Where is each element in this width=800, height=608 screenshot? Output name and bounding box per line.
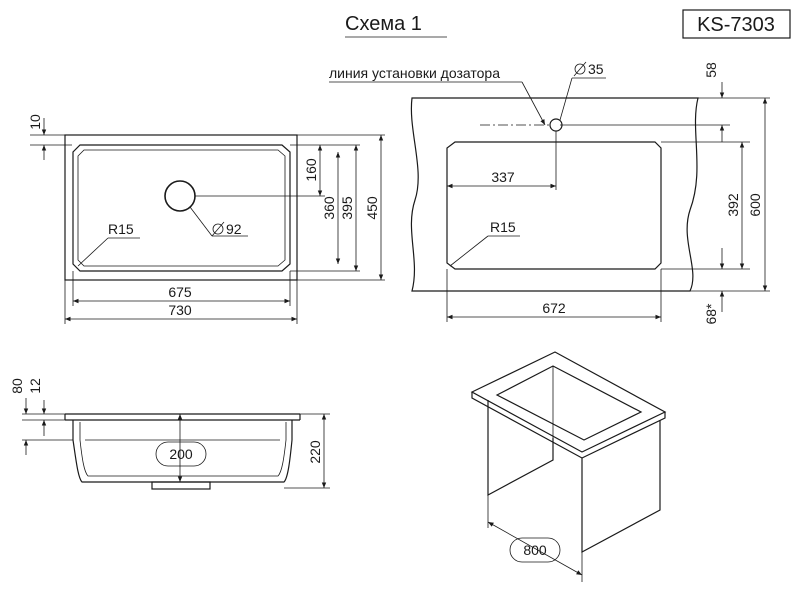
- dispenser-line-label: линия установки дозатора: [329, 65, 500, 81]
- iso-view: 800: [470, 351, 667, 582]
- dim-600-label: 600: [747, 193, 763, 217]
- diameter-35-slash: [573, 61, 587, 77]
- sink-bowl-outer: [72, 144, 291, 272]
- cabinet-800-label: 800: [523, 542, 547, 558]
- model-number: KS-7303: [697, 14, 775, 36]
- dim-12-label: 12: [27, 378, 43, 394]
- dim-160-label: 160: [303, 158, 319, 182]
- dim-395-label: 395: [339, 196, 355, 220]
- iso-top-edge: [471, 392, 666, 459]
- top-view: 10 160 360 395 450 R15 92 675 730: [27, 114, 385, 324]
- diameter-symbol: [212, 223, 224, 235]
- dispenser-line-leader: [521, 81, 546, 126]
- iso-top-outer: [470, 351, 667, 453]
- diameter-35-symbol: [574, 63, 586, 75]
- r15-leader: [77, 237, 109, 267]
- dim-675-label: 675: [168, 284, 192, 300]
- r15-label: R15: [108, 221, 134, 237]
- iso-right-panel: [581, 420, 661, 554]
- dim-730-label: 730: [168, 302, 192, 318]
- sink-bowl-inner: [77, 149, 286, 267]
- section-view: 200 80 12 220: [9, 378, 330, 490]
- dim-10-label: 10: [27, 114, 43, 130]
- cabinet-800-badge: [509, 537, 561, 563]
- drain-hole: [164, 180, 196, 212]
- dim-672-label: 672: [542, 300, 566, 316]
- dim-360-label: 360: [321, 196, 337, 220]
- dim-58-label: 58: [703, 62, 719, 78]
- dim-220-label: 220: [307, 440, 323, 464]
- dispenser-diameter-label: 35: [588, 61, 604, 77]
- drawing-title: Схема 1: [345, 13, 422, 35]
- section-bowl-inner: [79, 422, 287, 477]
- diameter-slash: [211, 221, 225, 237]
- iso-top-inner: [495, 365, 643, 441]
- dim-450-label: 450: [364, 196, 380, 220]
- iso-left-panel: [487, 400, 554, 497]
- sink-outer-rim: [64, 134, 298, 281]
- dim-80-label: 80: [9, 378, 25, 394]
- iso-800-line: [487, 521, 583, 576]
- depth-200-badge: [155, 441, 207, 467]
- diameter-35-leader: [559, 77, 573, 121]
- cutout-hole: [446, 141, 662, 270]
- cutout-r15-label: R15: [490, 219, 516, 235]
- drain-diameter-label: 92: [226, 221, 242, 237]
- cutout-view: линия установки дозатора 35 337 58 392 6…: [329, 61, 770, 325]
- depth-200-label: 200: [169, 446, 193, 462]
- dim-392-label: 392: [725, 193, 741, 217]
- section-drain: [151, 481, 211, 490]
- model-box: [682, 9, 791, 39]
- dim-337-label: 337: [491, 169, 515, 185]
- dim-68-label: 68*: [703, 303, 719, 325]
- cutout-r15-leader: [449, 235, 489, 267]
- drain-leader: [189, 206, 213, 237]
